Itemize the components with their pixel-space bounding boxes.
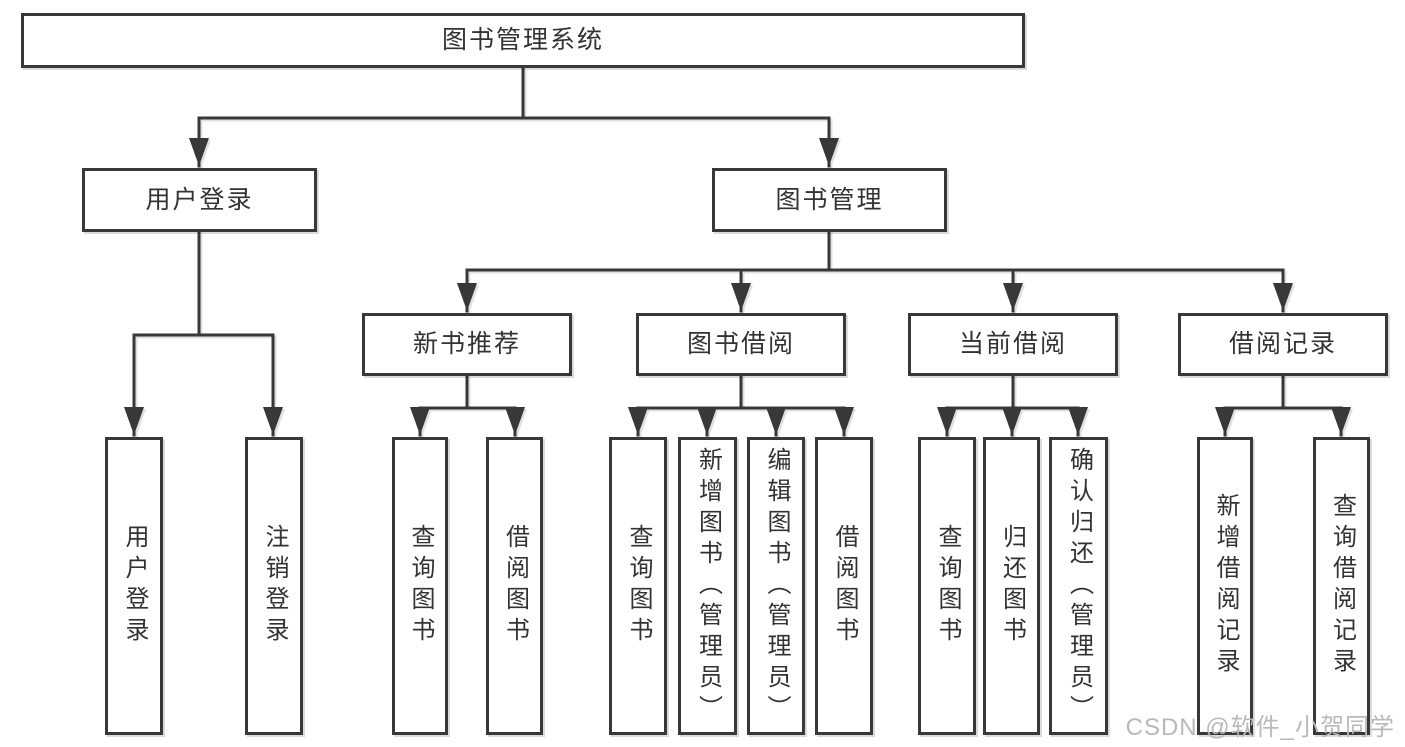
leaf-query-books-current: 查询图书: [918, 437, 976, 735]
node-current-borrow: 当前借阅: [908, 313, 1118, 376]
leaf-borrow-books: 借阅图书: [815, 437, 873, 735]
leaf-edit-book-admin: 编辑图书（管理员）: [747, 437, 805, 735]
node-book-management-branch: 图书管理: [712, 168, 947, 232]
node-borrow-records: 借阅记录: [1178, 313, 1388, 376]
node-user-login-branch: 用户登录: [82, 168, 317, 232]
node-new-book-recommend: 新书推荐: [362, 313, 572, 376]
leaf-add-book-admin: 新增图书（管理员）: [678, 437, 737, 735]
leaf-confirm-return-admin: 确认归还（管理员）: [1049, 437, 1108, 735]
node-book-borrow: 图书借阅: [636, 313, 846, 376]
leaf-add-borrow-record: 新增借阅记录: [1197, 437, 1253, 735]
leaf-return-book: 归还图书: [983, 437, 1040, 735]
leaf-user-login: 用户登录: [105, 437, 163, 735]
leaf-query-books-recommend: 查询图书: [392, 437, 448, 735]
node-root-system: 图书管理系统: [21, 13, 1025, 68]
leaf-borrow-books-recommend: 借阅图书: [486, 437, 543, 735]
leaf-query-books-borrow: 查询图书: [609, 437, 667, 735]
leaf-logout: 注销登录: [245, 437, 303, 735]
csdn-watermark: CSDN @软件_小贺同学: [1125, 714, 1395, 741]
leaf-query-borrow-record: 查询借阅记录: [1313, 437, 1370, 735]
